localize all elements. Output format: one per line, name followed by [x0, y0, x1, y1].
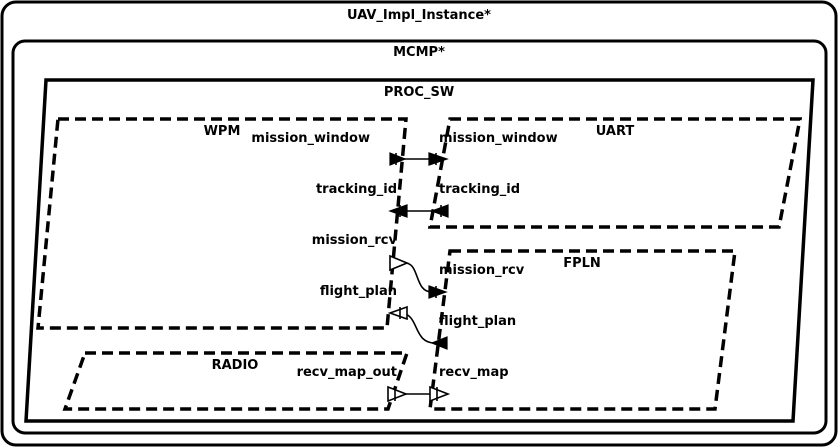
- wpm-port-flight-plan-label: flight_plan: [320, 284, 397, 299]
- fpln-port-flight-plan-label: flight_plan: [439, 314, 516, 329]
- fpln-mission-rcv-port-icon[interactable]: [428, 285, 448, 299]
- connection-mission-rcv[interactable]: [404, 262, 433, 293]
- radio-recv-map-out-port-icon[interactable]: [387, 385, 409, 403]
- system-label: UAV_Impl_Instance*: [347, 8, 491, 23]
- wpm-mission-window-port-icon[interactable]: [389, 152, 407, 166]
- wpm-tracking-id-port-icon[interactable]: [388, 204, 408, 218]
- uart-tracking-id-port-icon[interactable]: [430, 204, 449, 218]
- thread-uart-outline: [427, 117, 803, 229]
- thread-fpln-outline: [428, 249, 737, 411]
- thread-radio-outline: [62, 351, 410, 411]
- wpm-port-tracking-id-label: tracking_id: [316, 182, 397, 197]
- processor-label: MCMP*: [393, 45, 445, 60]
- fpln-port-mission-rcv-label: mission_rcv: [439, 263, 525, 278]
- radio-port-recv-map-out-label: recv_map_out: [297, 365, 397, 380]
- thread-uart[interactable]: UART mission_window tracking_id: [427, 117, 803, 229]
- thread-radio-label: RADIO: [212, 358, 259, 373]
- thread-wpm-label: WPM: [204, 124, 241, 139]
- ports: [387, 152, 451, 403]
- thread-radio[interactable]: RADIO recv_map_out: [62, 351, 410, 411]
- fpln-recv-map-port-icon[interactable]: [429, 385, 451, 403]
- fpln-flight-plan-port-icon[interactable]: [430, 336, 448, 350]
- thread-wpm-outline: [36, 117, 408, 330]
- thread-wpm[interactable]: WPM mission_window tracking_id mission_r…: [36, 117, 408, 330]
- thread-fpln[interactable]: FPLN mission_rcv flight_plan recv_map: [428, 249, 737, 411]
- process-label: PROC_SW: [384, 85, 454, 100]
- thread-uart-label: UART: [596, 124, 635, 139]
- uart-port-tracking-id-label: tracking_id: [439, 182, 520, 197]
- wpm-flight-plan-port-icon[interactable]: [387, 305, 408, 321]
- wpm-port-mission-rcv-label: mission_rcv: [312, 233, 398, 248]
- uart-port-mission-window-label: mission_window: [439, 131, 558, 146]
- wpm-mission-rcv-port-icon[interactable]: [389, 254, 410, 272]
- thread-fpln-label: FPLN: [563, 256, 601, 271]
- uart-mission-window-port-icon[interactable]: [428, 152, 449, 166]
- fpln-port-recv-map-label: recv_map: [439, 365, 509, 380]
- wpm-port-mission-window-label: mission_window: [251, 131, 370, 146]
